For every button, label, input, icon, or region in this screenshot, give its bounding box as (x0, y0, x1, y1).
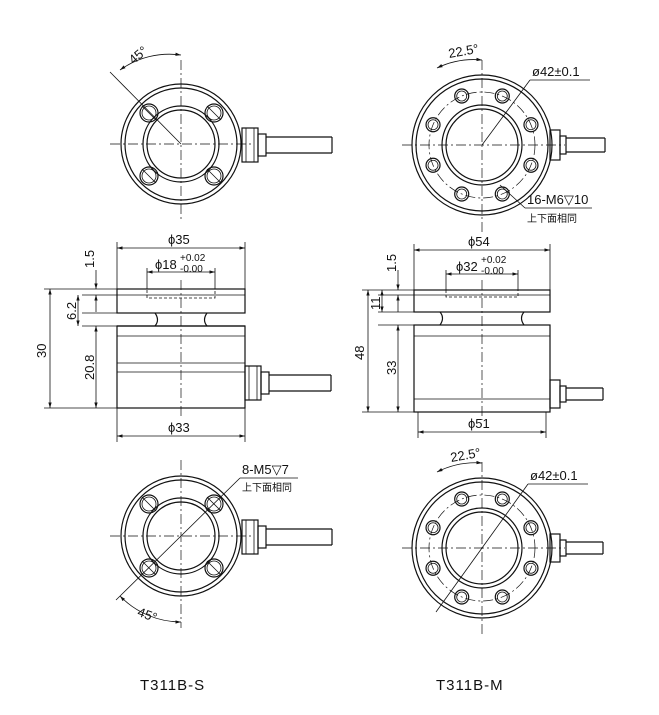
left-bottom-angle-label: 45° (136, 604, 160, 625)
bolt-hole (523, 520, 539, 536)
right-bore-tol-lower: -0.00 (481, 266, 504, 277)
left-bottom-view: 8-M5▽7 上下面相同 45° (110, 460, 333, 628)
right-bottom-diameter: ϕ51 (468, 416, 490, 431)
right-bottom-view: 22.5° ø42±0.1 (402, 445, 604, 636)
left-dim-6-2: 6.2 (64, 302, 79, 320)
bolt-hole-inner (496, 188, 508, 200)
right-dim-1-5: 1.5 (384, 254, 399, 272)
left-top-angle-label: 45° (126, 43, 151, 67)
right-bore-diameter: ϕ32 (456, 259, 478, 274)
bolt-hole (454, 491, 470, 507)
right-side-view: ϕ54 ϕ32 +0.02 -0.00 1.5 11 48 33 ϕ51 (352, 234, 604, 438)
bolt-hole-inner (525, 562, 537, 574)
bolt-hole (454, 88, 470, 104)
left-thread-note: 上下面相同 (242, 481, 292, 494)
bolt-hole (454, 186, 470, 202)
left-dim-30: 30 (34, 344, 49, 358)
left-dim-1-5: 1.5 (82, 250, 97, 268)
bolt-hole (523, 117, 539, 133)
right-model-caption: T311B-M (436, 677, 504, 694)
bolt-hole (425, 560, 441, 576)
right-top-thread-note: 上下面相同 (527, 212, 577, 225)
left-bore-tol-upper: +0.02 (180, 253, 206, 264)
left-side-view: ϕ35 ϕ18 +0.02 -0.00 1.5 6.2 30 20.8 ϕ33 (34, 232, 332, 442)
right-top-pcd-label: ø42±0.1 (532, 64, 580, 79)
right-bore-tol-upper: +0.02 (481, 255, 507, 266)
right-top-diameter: ϕ54 (468, 234, 490, 249)
bolt-hole-inner (456, 591, 468, 603)
bolt-hole (494, 491, 510, 507)
left-model-caption: T311B-S (140, 677, 205, 694)
left-bore-tol-lower: -0.00 (180, 264, 203, 275)
bolt-hole (523, 560, 539, 576)
left-top-view: 45° (109, 43, 333, 220)
bolt-hole-inner (456, 90, 468, 102)
bolt-hole-inner (427, 159, 439, 171)
bolt-hole (425, 520, 441, 536)
bolt-hole (523, 157, 539, 173)
left-top-diameter: ϕ35 (168, 232, 190, 247)
right-dim-48: 48 (352, 346, 367, 360)
left-thread-label: 8-M5▽7 (242, 462, 289, 477)
bolt-hole-inner (456, 188, 468, 200)
left-bore-diameter: ϕ18 (155, 257, 177, 272)
bolt-hole (454, 589, 470, 605)
right-dim-11: 11 (368, 297, 383, 311)
bolt-hole-inner (525, 522, 537, 534)
right-bottom-angle-label: 22.5° (449, 445, 482, 465)
bolt-hole-inner (427, 119, 439, 131)
bolt-hole (425, 157, 441, 173)
bolt-hole-inner (427, 522, 439, 534)
bolt-hole-inner (525, 119, 537, 131)
right-top-angle-label: 22.5° (447, 41, 480, 61)
bolt-hole (425, 117, 441, 133)
bolt-hole (494, 589, 510, 605)
bolt-hole-inner (496, 90, 508, 102)
bolt-hole-inner (456, 493, 468, 505)
left-bottom-diameter: ϕ33 (168, 420, 190, 435)
bolt-hole-inner (496, 591, 508, 603)
right-bottom-pcd-label: ø42±0.1 (530, 468, 578, 483)
bolt-hole-inner (525, 159, 537, 171)
bolt-hole-inner (427, 562, 439, 574)
right-top-thread-label: 16-M6▽10 (527, 192, 588, 207)
right-top-view: 22.5° ø42±0.1 16-M6▽10 上下面相同 (402, 41, 606, 232)
bolt-hole (494, 88, 510, 104)
left-dim-20-8: 20.8 (82, 355, 97, 380)
bolt-hole-inner (496, 493, 508, 505)
right-dim-33: 33 (384, 361, 399, 375)
